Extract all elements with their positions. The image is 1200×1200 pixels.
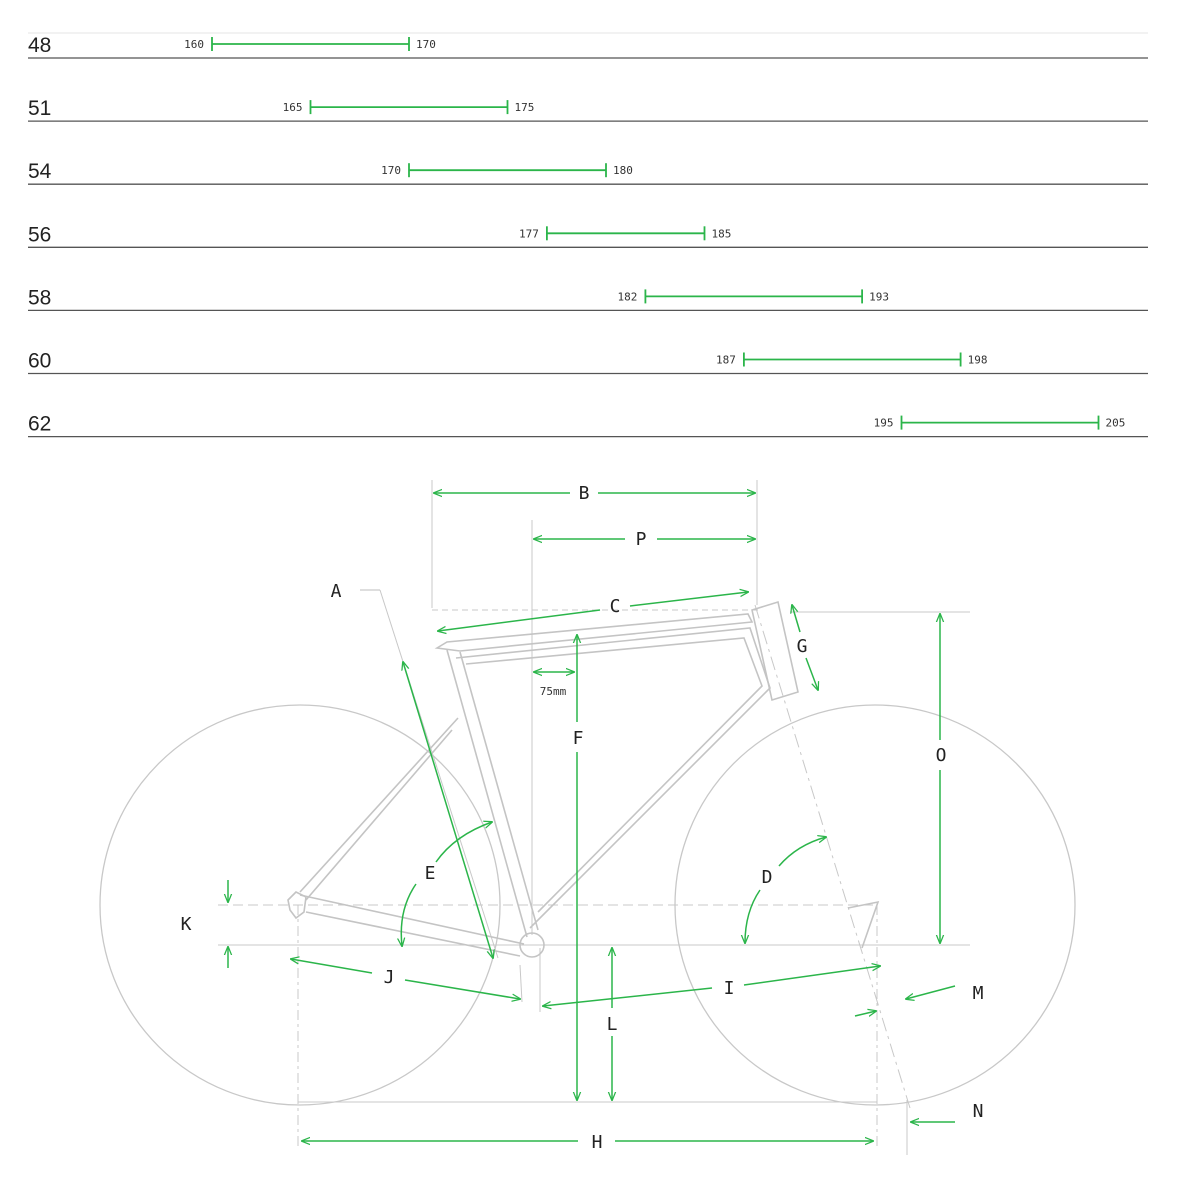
range-max-label: 175 xyxy=(515,101,535,114)
dim-d-lower xyxy=(745,889,761,943)
range-max-label: 180 xyxy=(613,164,633,177)
label-a: A xyxy=(331,581,342,602)
dim-d-upper xyxy=(778,837,826,867)
size-row: 60 187 198 xyxy=(28,350,1148,375)
label-f: F xyxy=(573,728,584,749)
bike-geometry-diagram: A B P C G F O D E K J I M L N H 75mm xyxy=(99,480,1076,1155)
label-j: J xyxy=(384,967,395,988)
range-min-label: 160 xyxy=(184,38,204,51)
dim-a xyxy=(403,662,493,958)
range-max-label: 198 xyxy=(968,354,988,367)
size-row: 51 165 175 xyxy=(28,97,1148,122)
range-min-label: 187 xyxy=(716,354,736,367)
dim-j-left xyxy=(291,959,373,974)
range-max-label: 185 xyxy=(712,227,732,240)
label-i: I xyxy=(724,978,735,999)
label-p: P xyxy=(636,529,647,550)
size-label: 58 xyxy=(28,286,51,309)
dim-j-right xyxy=(404,979,520,999)
size-row: 62 195 205 xyxy=(28,413,1148,438)
dim-m-left xyxy=(854,1011,876,1016)
label-h: H xyxy=(592,1132,603,1153)
label-l: L xyxy=(607,1014,618,1035)
range-min-label: 177 xyxy=(519,227,539,240)
range-min-label: 170 xyxy=(381,164,401,177)
size-label: 56 xyxy=(28,223,51,246)
size-rows: 48 160 170 51 165 175 54 170 180 56 177 185 58 182 193… xyxy=(28,32,1148,438)
label-k: K xyxy=(181,914,192,935)
dim-c xyxy=(438,609,601,631)
size-row: 56 177 185 xyxy=(28,223,1148,248)
label-d: D xyxy=(762,867,773,888)
dimension-arrows xyxy=(228,493,956,1141)
label-c: C xyxy=(610,596,621,617)
size-label: 62 xyxy=(28,413,51,436)
size-row: 54 170 180 xyxy=(28,160,1148,185)
dim-i-left xyxy=(543,987,713,1006)
label-e: E xyxy=(425,863,436,884)
label-m: M xyxy=(973,983,984,1004)
dim-i-right xyxy=(743,966,880,986)
range-min-label: 182 xyxy=(618,290,638,303)
size-label: 54 xyxy=(28,160,52,183)
dim-e-upper xyxy=(435,822,492,863)
range-min-label: 165 xyxy=(283,101,303,114)
dim-e-lower xyxy=(401,883,417,946)
dim-g-top xyxy=(792,605,801,633)
offset-label: 75mm xyxy=(540,685,567,698)
label-n: N xyxy=(973,1101,984,1122)
bike-frame xyxy=(287,600,880,958)
dim-g-bottom xyxy=(805,657,818,690)
size-label: 60 xyxy=(28,350,51,373)
range-max-label: 205 xyxy=(1106,417,1126,430)
label-g: G xyxy=(797,636,808,657)
rear-wheel xyxy=(99,704,501,1106)
reference-lines xyxy=(218,480,970,1155)
label-b: B xyxy=(579,483,590,504)
size-row: 48 160 170 xyxy=(28,34,1148,59)
label-o: O xyxy=(936,745,947,766)
size-label: 51 xyxy=(28,97,51,120)
range-max-label: 193 xyxy=(869,290,889,303)
range-min-label: 195 xyxy=(874,417,894,430)
size-label: 48 xyxy=(28,34,51,57)
size-row: 58 182 193 xyxy=(28,286,1148,312)
size-range-chart: 48 160 170 51 165 175 54 170 180 56 177 185 58 182 193… xyxy=(28,32,1148,438)
dim-m-right xyxy=(906,985,956,999)
range-max-label: 170 xyxy=(416,38,436,51)
geometry-labels: A B P C G F O D E K J I M L N H 75mm xyxy=(181,483,984,1153)
